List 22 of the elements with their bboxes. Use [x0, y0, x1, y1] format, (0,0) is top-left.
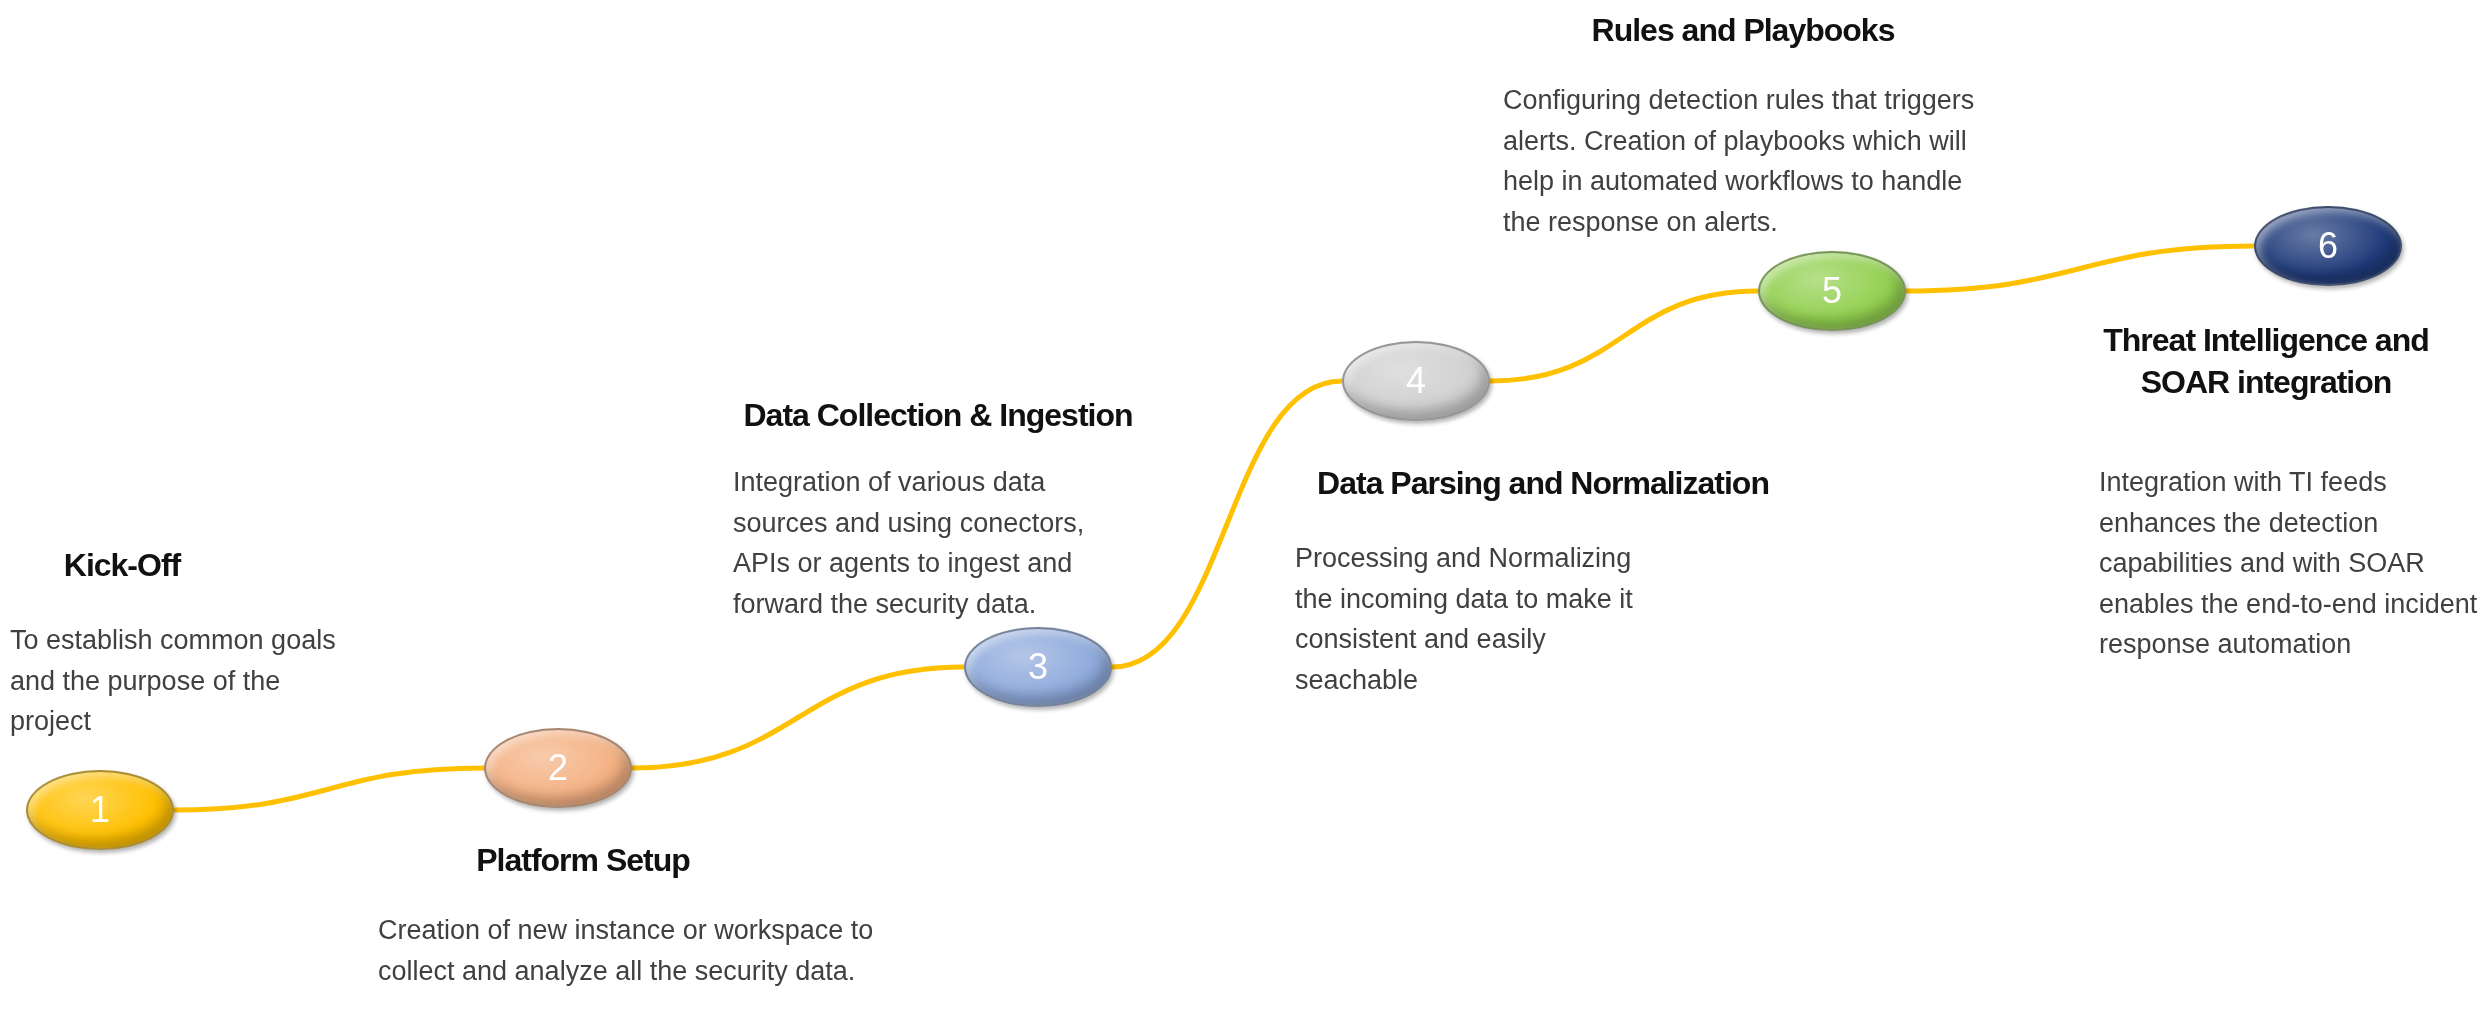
step-description: To establish common goals and the purpose of the project — [10, 624, 337, 738]
step-number: 1 — [90, 792, 110, 828]
timeline-curve — [173, 765, 485, 813]
step-title: Data Parsing and Normalization — [1317, 464, 1769, 503]
step-description: Creation of new instance or workspace to collect and analyze all the security data. — [378, 914, 875, 988]
step-number: 6 — [2318, 228, 2338, 264]
step-number: 3 — [1028, 649, 1048, 685]
timeline-curve — [1111, 378, 1343, 670]
timeline-curve — [1489, 288, 1759, 384]
step-title: Data Collection & Ingestion — [743, 396, 1133, 435]
timeline-curve — [1905, 243, 2255, 294]
step-title: Kick-Off — [63, 546, 181, 585]
step-description: Configuring detection rules that triggers alerts. Creation of playbooks which will help in automated workflows to handle the response on alerts. — [1503, 84, 1976, 239]
timeline-curve — [631, 664, 965, 771]
step-title: Platform Setup — [476, 841, 690, 880]
step-description: Integration of various data sources and using conectors, APIs or agents to ingest and forward the security data. — [733, 466, 1086, 621]
step-number: 5 — [1822, 273, 1842, 309]
step-description: Integration with TI feeds enhances the detection capabilities and with SOAR enables the end-to-end incident response automation — [2099, 466, 2479, 661]
step-description: Processing and Normalizing the incoming data to make it consistent and easily seachable — [1295, 542, 1634, 697]
step-title: Threat Intelligence and SOAR integration — [2102, 321, 2430, 402]
step-title: Rules and Playbooks — [1591, 11, 1895, 50]
step-number: 2 — [548, 750, 568, 786]
